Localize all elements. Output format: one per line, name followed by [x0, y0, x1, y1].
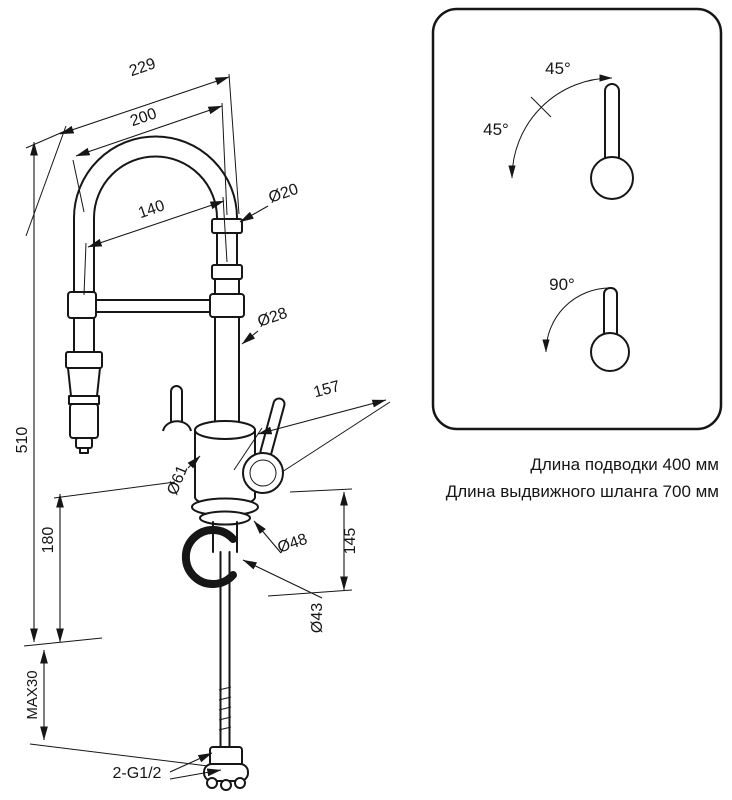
dim-145: 145 — [342, 528, 359, 555]
note-supply-length: Длина подводки 400 мм — [530, 455, 719, 474]
length-notes: Длина подводки 400 мм Длина выдвижного ш… — [446, 455, 719, 501]
dim-max30: MAX30 — [24, 670, 41, 719]
dim-180: 180 — [40, 527, 57, 554]
dim-157: 157 — [312, 378, 342, 401]
handle-base-90 — [590, 332, 630, 372]
panel-border — [431, 7, 723, 431]
lever-handle — [242, 397, 286, 494]
dim-140: 140 — [136, 197, 167, 222]
faucet-figure — [65, 135, 286, 791]
dim-thread: 2-G1/2 — [113, 765, 162, 782]
handle-base — [590, 156, 634, 200]
dim-dia48: Ø48 — [275, 531, 309, 557]
mounting-rod — [218, 551, 232, 751]
dim-dia28: Ø28 — [255, 305, 289, 331]
column-clamp — [209, 293, 245, 318]
rotation-panel: 45° 45° 90° — [431, 7, 723, 431]
dim-dia20: Ø20 — [266, 181, 300, 207]
spray-head — [65, 351, 103, 454]
base-ring — [199, 510, 251, 526]
column-collar-lower — [211, 264, 243, 280]
gooseneck-arc-inner — [93, 155, 218, 219]
rotation-diagram-45: 45° 45° — [483, 59, 634, 200]
fastening-nut — [203, 746, 249, 791]
dim-dia61: Ø61 — [164, 463, 191, 498]
support-bar — [87, 299, 219, 313]
column-collar-upper — [211, 218, 243, 234]
rotation-diagram-90: 90° — [542, 275, 630, 372]
angle-45-left: 45° — [483, 120, 509, 139]
angle-45-upper: 45° — [545, 59, 571, 78]
handle-pin — [604, 83, 620, 165]
angle-90: 90° — [549, 275, 575, 294]
mounting-bracket — [181, 526, 237, 588]
dim-510: 510 — [14, 427, 31, 454]
hose-holder — [67, 291, 97, 319]
pin-dome — [162, 420, 192, 432]
note-hose-length: Длина выдвижного шланга 700 мм — [446, 482, 719, 501]
dim-dia43: Ø43 — [309, 603, 326, 633]
dim-229: 229 — [127, 55, 158, 80]
